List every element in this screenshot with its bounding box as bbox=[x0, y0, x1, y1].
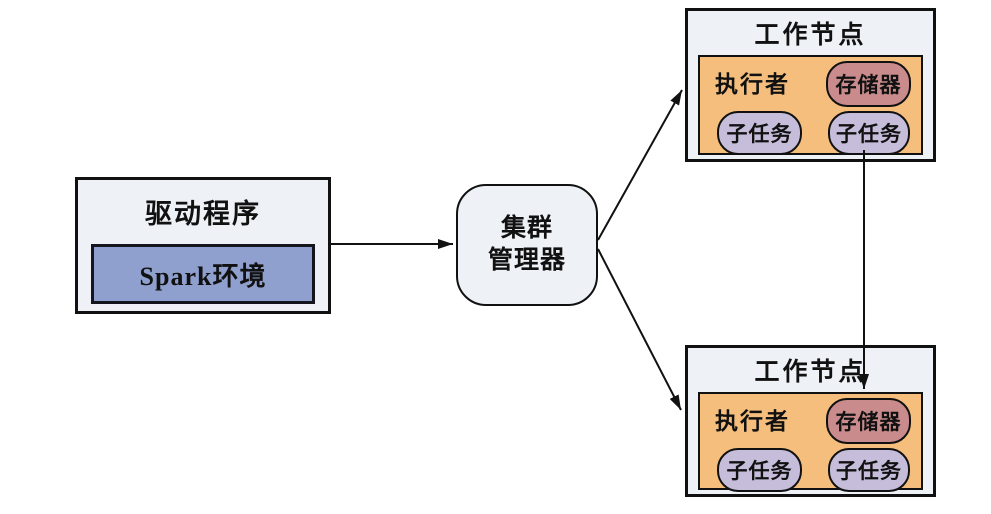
cluster-manager-node: 集群 管理器 bbox=[456, 184, 598, 306]
arrow-cluster-to-worker-bottom bbox=[597, 248, 682, 411]
task-pill: 子任务 bbox=[717, 111, 802, 155]
executor-label: 执行者 bbox=[715, 72, 790, 97]
arrow-cluster-to-worker-top bbox=[597, 89, 683, 241]
spark-context-box: Spark环境 bbox=[91, 244, 315, 304]
task-pill: 子任务 bbox=[717, 448, 802, 492]
worker-node-top: 工作节点 执行者 存储器 子任务 子任务 bbox=[685, 8, 936, 162]
storage-pill: 存储器 bbox=[826, 398, 911, 444]
worker-node-bottom: 工作节点 执行者 存储器 子任务 子任务 bbox=[685, 345, 936, 497]
worker-node-title: 工作节点 bbox=[754, 359, 867, 386]
executor-box: 执行者 存储器 子任务 子任务 bbox=[698, 55, 923, 155]
driver-program-title: 驱动程序 bbox=[145, 199, 261, 229]
executor-box: 执行者 存储器 子任务 子任务 bbox=[698, 392, 923, 492]
cluster-manager-label-line1: 集群 bbox=[500, 214, 553, 242]
task-pill: 子任务 bbox=[828, 448, 910, 492]
worker-node-title: 工作节点 bbox=[754, 22, 867, 49]
executor-label: 执行者 bbox=[715, 409, 790, 434]
storage-pill: 存储器 bbox=[826, 61, 911, 107]
task-pill: 子任务 bbox=[828, 111, 910, 155]
driver-program-node: 驱动程序 Spark环境 bbox=[75, 177, 331, 314]
cluster-manager-label-line2: 管理器 bbox=[487, 247, 566, 274]
